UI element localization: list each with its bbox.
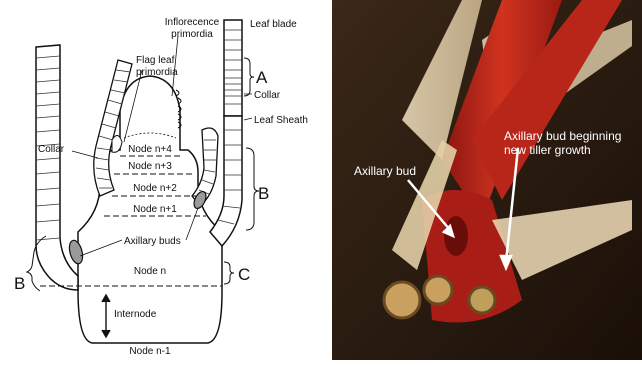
label-flag-leaf-line1: Flag leaf xyxy=(136,55,175,66)
label-marker-b-left: B xyxy=(14,274,25,293)
stem-diagram: Inflorecence primordia Leaf blade Flag l… xyxy=(0,0,332,360)
label-node-n-minus-1: Node n-1 xyxy=(129,346,171,357)
label-internode: Internode xyxy=(114,309,157,320)
cut-stem-1 xyxy=(384,282,420,318)
label-node-n3: Node n+3 xyxy=(128,161,172,172)
label-leaf-sheath: Leaf Sheath xyxy=(254,115,308,126)
label-node-n4: Node n+4 xyxy=(128,144,172,155)
brace-a xyxy=(244,58,254,96)
label-collar-right: Collar xyxy=(254,90,281,101)
label-collar-left: Collar xyxy=(38,144,65,155)
label-axillary-bud-photo: Axillary bud xyxy=(354,164,416,178)
label-flag-leaf-line2: primordia xyxy=(136,67,178,78)
label-node-n: Node n xyxy=(134,266,166,277)
label-inflorescence-line1: Inflorecence xyxy=(165,17,220,28)
right-leaf-blade xyxy=(224,20,242,116)
tiller-photo: Axillary bud Axillary bud beginning new … xyxy=(332,0,642,360)
label-marker-b-right: B xyxy=(258,184,269,203)
label-inflorescence-line2: primordia xyxy=(171,29,213,40)
cut-stem-3 xyxy=(469,287,495,313)
label-new-tiller-line2: new tiller growth xyxy=(504,143,591,157)
stem-diagram-panel: Inflorecence primordia Leaf blade Flag l… xyxy=(0,0,332,360)
cut-stem-2 xyxy=(424,276,452,304)
label-node-n1: Node n+1 xyxy=(133,204,177,215)
label-leaf-blade: Leaf blade xyxy=(250,19,297,30)
label-marker-c: C xyxy=(238,265,250,284)
label-marker-a: A xyxy=(256,68,268,87)
axillary-bud-photo xyxy=(444,216,468,256)
brace-c xyxy=(224,262,234,284)
label-new-tiller-line1: Axillary bud beginning xyxy=(504,129,621,143)
label-axillary-buds: Axillary buds xyxy=(124,236,181,247)
tiller-photo-panel: Axillary bud Axillary bud beginning new … xyxy=(332,0,642,360)
label-node-n2: Node n+2 xyxy=(133,183,177,194)
